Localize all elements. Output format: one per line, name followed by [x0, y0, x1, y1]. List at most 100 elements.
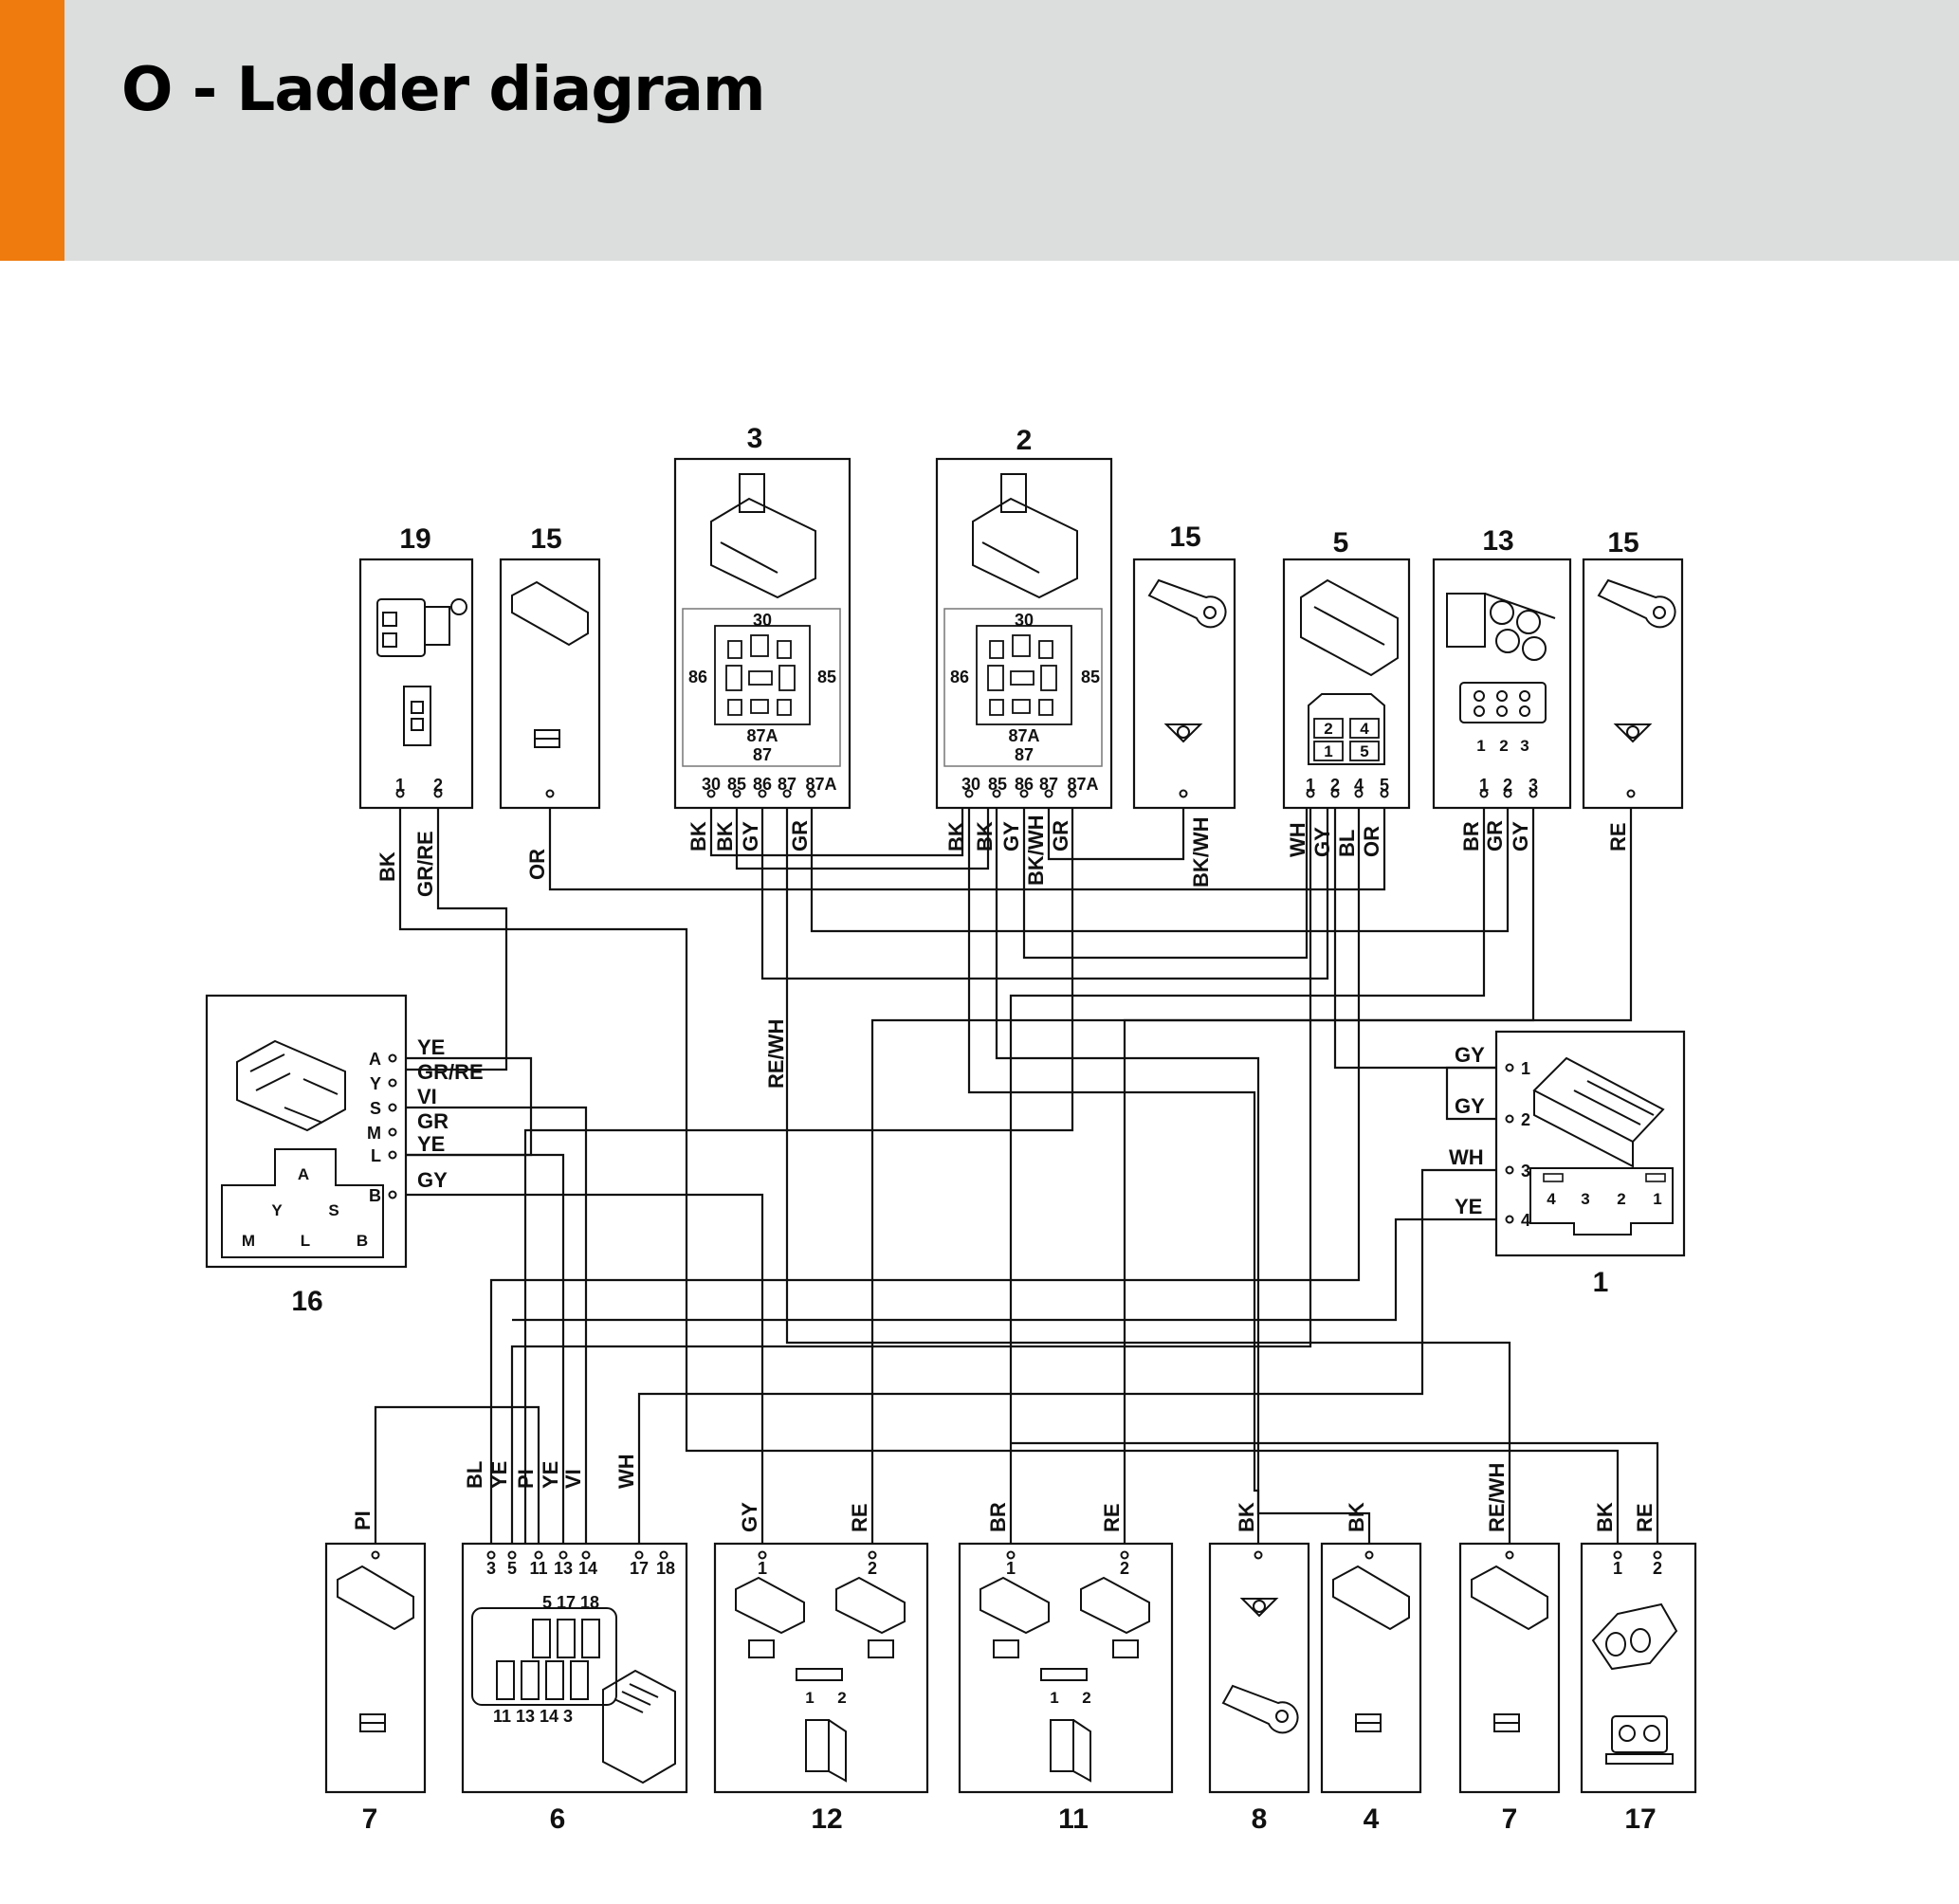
cell-label: 4 [1360, 720, 1369, 738]
cell-label: 2 [837, 1689, 846, 1707]
pin-label: 3 [1529, 776, 1538, 795]
wire-c5-1-wh [510, 794, 1312, 1555]
pin-label: 87 [778, 775, 796, 794]
cell-label: 5 [1360, 742, 1368, 760]
pin-label: 2 [1653, 1559, 1662, 1578]
wire-label: GR/RE [413, 831, 437, 897]
wire-c3-87a-gr [810, 794, 1510, 933]
cell-label: 3 [1581, 1190, 1589, 1208]
component-1 [1494, 1030, 1686, 1257]
pin-label: 86 [1015, 775, 1034, 794]
component-number: 2 [1016, 425, 1033, 456]
component-13 [1432, 558, 1572, 810]
pin-label: 4 [1521, 1211, 1530, 1230]
cell-label: 2 [1499, 737, 1508, 755]
wire-label: OR [1360, 826, 1383, 857]
pin-label: 14 [578, 1559, 597, 1578]
fuse-block-icon [471, 1607, 676, 1785]
component-11 [958, 1542, 1174, 1794]
cell-label: 1 [805, 1689, 814, 1707]
wire-label: RE [848, 1503, 871, 1532]
pin-label: 1 [1613, 1559, 1622, 1578]
wire-c15c-re [1123, 794, 1633, 1555]
pin-label: 30 [702, 775, 721, 794]
cell-label: 1 [1324, 742, 1332, 760]
pin-label: 1 [1006, 1559, 1016, 1578]
cell-label: B [357, 1232, 368, 1250]
relay-label: 86 [688, 668, 707, 687]
wire-label: RE [1606, 822, 1630, 851]
wire-label: YE [487, 1461, 511, 1489]
pin-labels: 1 2 30 85 86 87 87A 30 85 86 87 87A 1 2 … [367, 775, 1662, 1726]
blade-terminal-icon [337, 1565, 414, 1732]
multiplug-icon [236, 1039, 346, 1132]
wire-label: BK [1345, 1502, 1368, 1532]
wire-label: BK [1235, 1502, 1258, 1532]
pin-label: 5 [1380, 776, 1389, 795]
wire-label: WH [1449, 1145, 1484, 1169]
relay-socket-icon [714, 625, 811, 725]
wire-c5-4-bl [489, 794, 1361, 1555]
blade-terminal-icon [1471, 1565, 1548, 1732]
component-5 [1282, 558, 1411, 810]
relay-label: 87 [753, 745, 772, 764]
component-15c [1582, 558, 1684, 810]
component-number: 7 [1502, 1803, 1518, 1835]
wire-label: WH [614, 1454, 638, 1489]
wire-c15a-or [548, 794, 1386, 891]
pin-label: 2 [1521, 1110, 1530, 1129]
ring-terminal-icon [1147, 578, 1227, 743]
wire-label: BK [713, 821, 737, 851]
wire-c7a-pi [374, 1405, 540, 1555]
wire-label: BK [375, 851, 399, 882]
two-way-plug-icon [1591, 1602, 1678, 1765]
ring-terminal-icon [1221, 1598, 1299, 1734]
relay-label: 87A [1008, 726, 1039, 745]
pin-label: 11 [529, 1559, 547, 1578]
pin-label: 2 [868, 1559, 877, 1578]
cell-label: 2 [1082, 1689, 1090, 1707]
page-title: O - Ladder diagram [121, 55, 766, 125]
relay-label: 30 [753, 611, 772, 630]
pin-label: Y [370, 1074, 381, 1093]
wire-label: BR [986, 1502, 1010, 1532]
pin-label: 87 [1039, 775, 1058, 794]
cell-label: L [301, 1232, 310, 1250]
wire-c3-30-bk [709, 794, 964, 857]
wire-label: YE [1455, 1195, 1482, 1218]
pin-label: 18 [656, 1559, 675, 1578]
relay-label: 86 [950, 668, 969, 687]
multi-pin-connector-icon [1446, 593, 1556, 723]
component-number: 5 [1333, 527, 1349, 558]
wire-c17-2-re [1011, 1441, 1659, 1555]
component-3 [673, 457, 851, 810]
flat-connector-icon [1532, 1056, 1665, 1168]
wire-c2-87-bkwh [1047, 794, 1185, 861]
cell-label: Y [271, 1201, 283, 1219]
relay-label: 87A [746, 726, 778, 745]
cell-label: 3 [1520, 737, 1529, 755]
pin-label: S [370, 1099, 381, 1118]
pin-label: 85 [727, 775, 746, 794]
component-number: 13 [1482, 525, 1513, 557]
wire-label: GY [999, 821, 1023, 851]
wire-c2-30-bk [967, 794, 1260, 1555]
relay-socket-panel [682, 608, 841, 767]
pin-label: 3 [486, 1559, 496, 1578]
wire-c16-s-vi [396, 1106, 588, 1555]
wire-label: BR [1459, 821, 1483, 851]
pin-label: 1 [395, 776, 405, 795]
blade-terminal-icon [511, 580, 589, 748]
wire-label: GY [1455, 1094, 1485, 1118]
relay-label: 85 [817, 668, 836, 687]
relay-icon [710, 473, 816, 599]
wire-label: RE [1633, 1503, 1657, 1532]
wire-label: BK/WH [1024, 815, 1048, 886]
pin-label: 86 [753, 775, 772, 794]
wire-c3-87-rewh [785, 794, 1511, 1555]
component-8 [1208, 1542, 1310, 1794]
wire-label: OR [525, 849, 549, 880]
component-12 [713, 1542, 929, 1794]
cell-label: A [298, 1165, 309, 1183]
